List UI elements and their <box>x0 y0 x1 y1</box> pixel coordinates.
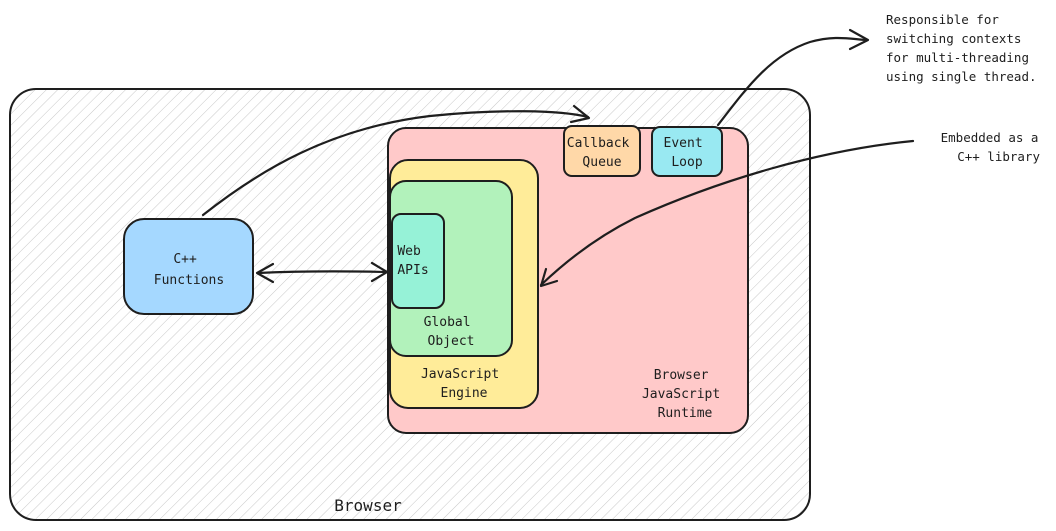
event-loop-note-line-1: Responsible for <box>886 12 999 27</box>
global-object-label-line-2: Object <box>428 334 475 349</box>
arrow-cpp-to-callback-queue <box>201 104 591 217</box>
event-loop-label-line-1: Event <box>664 136 703 151</box>
cpp-functions-rect <box>123 218 254 315</box>
cpp-functions-label: C++ Functions <box>154 252 224 288</box>
arrow-cpp-web-apis-bidirectional <box>255 261 389 284</box>
arrow-note-to-engine <box>539 139 915 288</box>
engine-label-line-2: Engine <box>441 386 488 401</box>
cpp-functions-label-line-2: Functions <box>154 273 224 288</box>
engine-note: Embedded as a C++ library <box>941 130 1046 164</box>
callback-queue-label-line-2: Queue <box>582 155 621 170</box>
browser-label: Browser <box>334 496 402 515</box>
global-object-label: Global Object <box>424 315 479 349</box>
runtime-label-line-3: Runtime <box>658 406 713 421</box>
event-loop-box: Event Loop <box>651 126 723 177</box>
cpp-functions-label-line-1: C++ <box>173 252 197 267</box>
web-apis-box: Web APIs <box>391 213 445 309</box>
runtime-label-line-1: Browser <box>654 368 709 383</box>
arrow-event-loop-to-note <box>716 28 870 127</box>
engine-label-line-1: JavaScript <box>421 367 499 382</box>
event-loop-label: Event Loop <box>664 136 711 170</box>
cpp-functions-box: C++ Functions <box>123 218 254 315</box>
callback-queue-label: Callback Queue <box>567 136 637 170</box>
event-loop-label-line-2: Loop <box>671 155 702 170</box>
engine-label: JavaScript Engine <box>421 367 507 401</box>
event-loop-note: Responsible for switching contexts for m… <box>886 12 1037 84</box>
event-loop-note-line-3: for multi-threading <box>886 50 1029 65</box>
engine-note-line-1: Embedded as a <box>941 130 1039 145</box>
web-apis-label-line-2: APIs <box>397 263 428 278</box>
runtime-label: Browser JavaScript Runtime <box>642 368 728 421</box>
event-loop-note-line-2: switching contexts <box>886 31 1021 46</box>
web-apis-label: Web APIs <box>397 244 428 278</box>
event-loop-rect <box>651 126 723 177</box>
callback-queue-label-line-1: Callback <box>567 136 630 151</box>
runtime-label-line-2: JavaScript <box>642 387 720 402</box>
callback-queue-box: Callback Queue <box>563 125 641 177</box>
event-loop-note-line-4: using single thread. <box>886 69 1037 84</box>
web-apis-label-line-1: Web <box>397 244 421 259</box>
web-apis-rect <box>391 213 445 309</box>
engine-note-line-2: C++ library <box>957 149 1040 164</box>
global-object-label-line-1: Global <box>424 315 471 330</box>
callback-queue-rect <box>563 125 641 177</box>
